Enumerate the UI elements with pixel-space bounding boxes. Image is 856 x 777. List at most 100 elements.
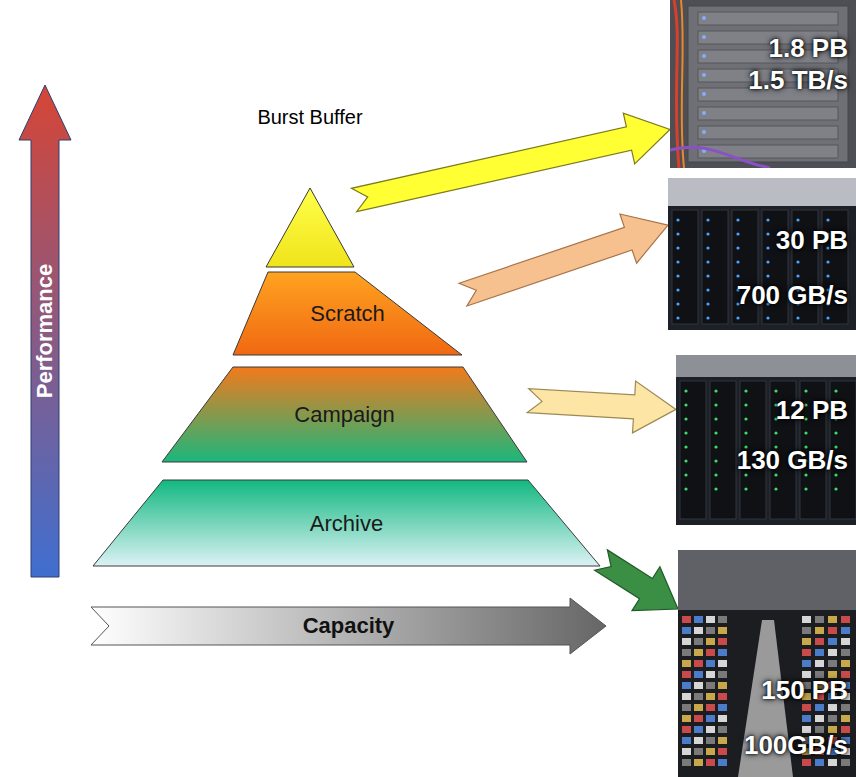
tape-cartridge — [694, 627, 703, 634]
tape-cartridge — [694, 704, 703, 711]
tape-cartridge — [694, 682, 703, 689]
status-led — [766, 232, 769, 235]
tape-cartridge — [828, 715, 837, 722]
status-led — [774, 431, 777, 434]
tape-cartridge — [694, 671, 703, 678]
tape-cartridge — [828, 759, 837, 766]
pyramid-band — [162, 367, 527, 462]
tape-cartridge — [694, 660, 703, 667]
tape-cartridge — [828, 649, 837, 656]
tape-cartridge — [706, 693, 715, 700]
server-rack — [710, 381, 736, 519]
status-led — [826, 316, 829, 319]
tape-cartridge — [841, 638, 850, 645]
status-led — [714, 445, 717, 448]
status-led — [714, 389, 717, 392]
tape-cartridge — [828, 616, 837, 623]
status-led — [676, 316, 679, 319]
tier-label: Campaign — [294, 402, 394, 428]
status-led — [684, 389, 687, 392]
status-led — [676, 232, 679, 235]
status-led — [706, 302, 709, 305]
photo-ground — [670, 0, 856, 168]
tape-cartridge — [706, 748, 715, 755]
tape-cartridge — [682, 748, 691, 755]
arrow-outline — [19, 85, 71, 577]
tier-label: Scratch — [310, 301, 385, 327]
storage-photo: 30 PB700 GB/s — [668, 178, 856, 330]
tape-cartridge — [828, 704, 837, 711]
status-led — [676, 288, 679, 291]
tape-cartridge — [815, 638, 824, 645]
tape-cartridge — [706, 715, 715, 722]
tape-cartridge — [828, 660, 837, 667]
tape-cartridge — [694, 726, 703, 733]
status-led — [804, 389, 807, 392]
status-led — [702, 73, 706, 77]
tape-cartridge — [815, 649, 824, 656]
status-led — [714, 487, 717, 490]
tape-cartridge — [802, 649, 811, 656]
capacity-bandwidth-label: 130 GB/s — [737, 444, 848, 476]
status-led — [736, 246, 739, 249]
tape-cartridge — [706, 737, 715, 744]
status-led — [766, 218, 769, 221]
tape-cartridge — [682, 627, 691, 634]
status-led — [706, 218, 709, 221]
tape-cartridge — [815, 627, 824, 634]
status-led — [834, 431, 837, 434]
drive-module — [698, 12, 838, 25]
status-led — [826, 260, 829, 263]
photo-ground — [678, 550, 856, 777]
ceiling — [676, 355, 856, 377]
status-led — [702, 16, 706, 20]
status-led — [744, 403, 747, 406]
axis-label: Performance — [32, 264, 58, 399]
status-led — [684, 417, 687, 420]
tape-cartridge — [802, 638, 811, 645]
tape-cartridge — [718, 638, 727, 645]
tape-cartridge — [718, 748, 727, 755]
server-rack — [680, 381, 706, 519]
tape-cartridge — [802, 660, 811, 667]
status-led — [706, 260, 709, 263]
burst-buffer-tier-shape — [266, 188, 354, 268]
tape-cartridge — [706, 616, 715, 623]
status-led — [834, 487, 837, 490]
status-led — [676, 274, 679, 277]
status-led — [774, 487, 777, 490]
cable — [674, 0, 679, 168]
status-led — [706, 288, 709, 291]
tape-cartridge — [694, 649, 703, 656]
tape-cartridge — [718, 649, 727, 656]
ceiling — [678, 550, 856, 610]
capacity-bandwidth-label: 150 PB — [761, 674, 848, 706]
tape-cartridge — [706, 726, 715, 733]
tape-cartridge — [706, 704, 715, 711]
ceiling — [668, 178, 856, 206]
tape-cartridge — [694, 737, 703, 744]
tape-cartridge — [682, 737, 691, 744]
storage-photo-shape — [676, 355, 856, 525]
drive-module — [698, 107, 838, 120]
tape-cartridge — [706, 759, 715, 766]
status-led — [744, 487, 747, 490]
tape-cartridge — [718, 715, 727, 722]
tape-cartridge — [718, 737, 727, 744]
tape-cartridge — [718, 627, 727, 634]
tape-cartridge — [682, 759, 691, 766]
cable — [670, 147, 770, 168]
status-led — [702, 92, 706, 96]
tape-cartridge — [841, 649, 850, 656]
tape-cartridge — [706, 627, 715, 634]
tape-cartridge — [718, 616, 727, 623]
status-led — [736, 260, 739, 263]
tape-cartridge — [682, 715, 691, 722]
status-led — [736, 274, 739, 277]
status-led — [676, 246, 679, 249]
block-arrow — [595, 550, 678, 611]
status-led — [714, 473, 717, 476]
tape-cartridge — [815, 616, 824, 623]
block-arrow — [527, 381, 676, 433]
tape-cartridge — [718, 704, 727, 711]
